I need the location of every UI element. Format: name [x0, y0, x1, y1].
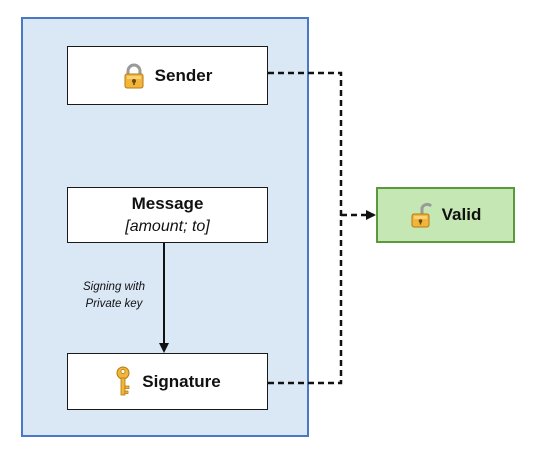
message-label: Message — [131, 194, 204, 213]
signature-label: Signature — [142, 371, 221, 391]
signing-edge-label: Signing with Private key — [60, 279, 168, 313]
valid-label: Valid — [441, 205, 482, 224]
sender-to-valid-dashed-connector — [268, 71, 343, 215]
signature-node: Signature — [67, 353, 268, 410]
valid-node: Valid — [376, 187, 515, 243]
key-icon — [114, 366, 132, 398]
padlock-locked-icon — [123, 63, 145, 89]
sender-node: Sender — [67, 46, 268, 105]
message-node: Message [amount; to] — [67, 187, 268, 243]
sender-label: Sender — [154, 65, 213, 85]
message-sublabel: [amount; to] — [125, 218, 210, 235]
signature-to-valid-dashed-connector — [268, 215, 343, 385]
signing-edge-label-line2: Private key — [85, 298, 143, 310]
padlock-open-icon — [410, 201, 432, 229]
signing-edge-label-line1: Signing with — [82, 281, 145, 293]
